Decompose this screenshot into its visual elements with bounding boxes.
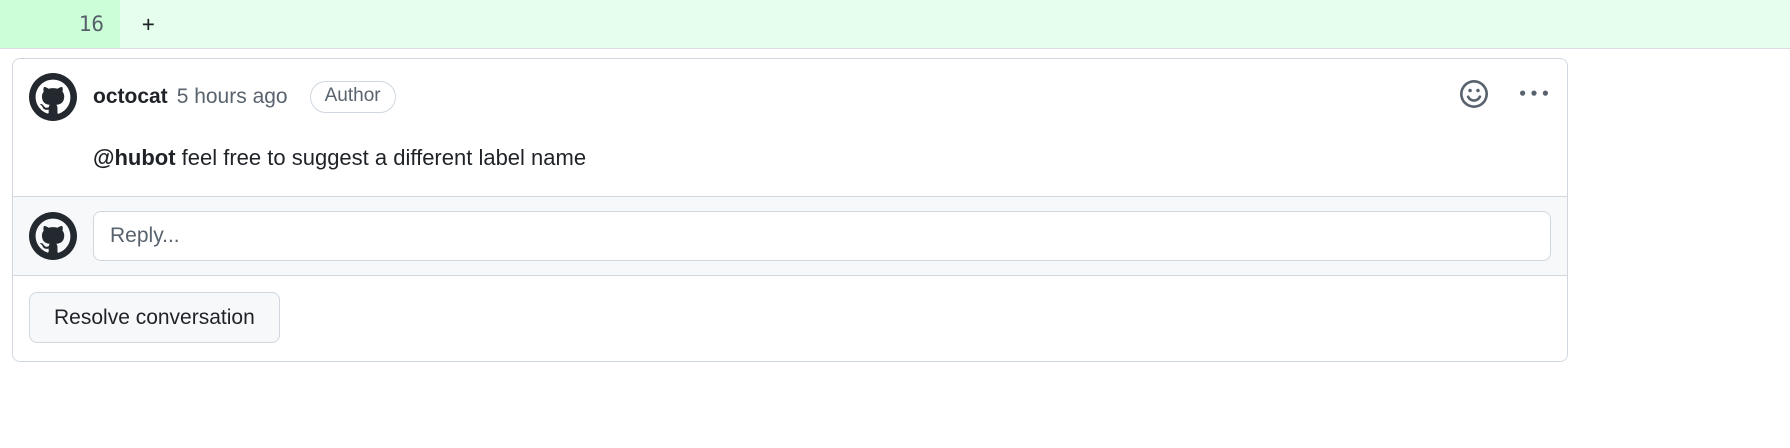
smiley-icon[interactable]: [1457, 77, 1491, 111]
review-comment-card: octocat 5 hours ago Author @hubot feel f…: [12, 58, 1568, 363]
comment-header: octocat 5 hours ago Author: [29, 73, 1551, 121]
diff-change-marker: +: [142, 12, 155, 36]
comment-header-actions: [1457, 77, 1551, 111]
diff-code-content[interactable]: if: github.event.label.name == 'ready-fo…: [178, 0, 1790, 48]
comment-body-section: octocat 5 hours ago Author @hubot feel f…: [13, 59, 1567, 196]
diff-line-row: 16 + if: github.event.label.name == 'rea…: [0, 0, 1790, 49]
resolve-conversation-button[interactable]: Resolve conversation: [29, 292, 280, 344]
diff-line-number[interactable]: 16: [0, 0, 120, 48]
author-badge: Author: [309, 80, 396, 114]
comment-footer: Resolve conversation: [13, 276, 1567, 362]
comment-text-rest: feel free to suggest a different label n…: [175, 145, 587, 170]
user-mention[interactable]: @hubot: [93, 145, 176, 170]
github-mark-icon: [29, 212, 77, 260]
reply-input[interactable]: [93, 211, 1551, 261]
comment-timestamp[interactable]: 5 hours ago: [176, 85, 288, 108]
kebab-horizontal-icon[interactable]: [1517, 77, 1551, 111]
comment-author[interactable]: octocat: [93, 85, 168, 108]
github-mark-icon[interactable]: [29, 73, 77, 121]
comment-text: @hubot feel free to suggest a different …: [93, 141, 1551, 174]
reply-section: [13, 196, 1567, 276]
